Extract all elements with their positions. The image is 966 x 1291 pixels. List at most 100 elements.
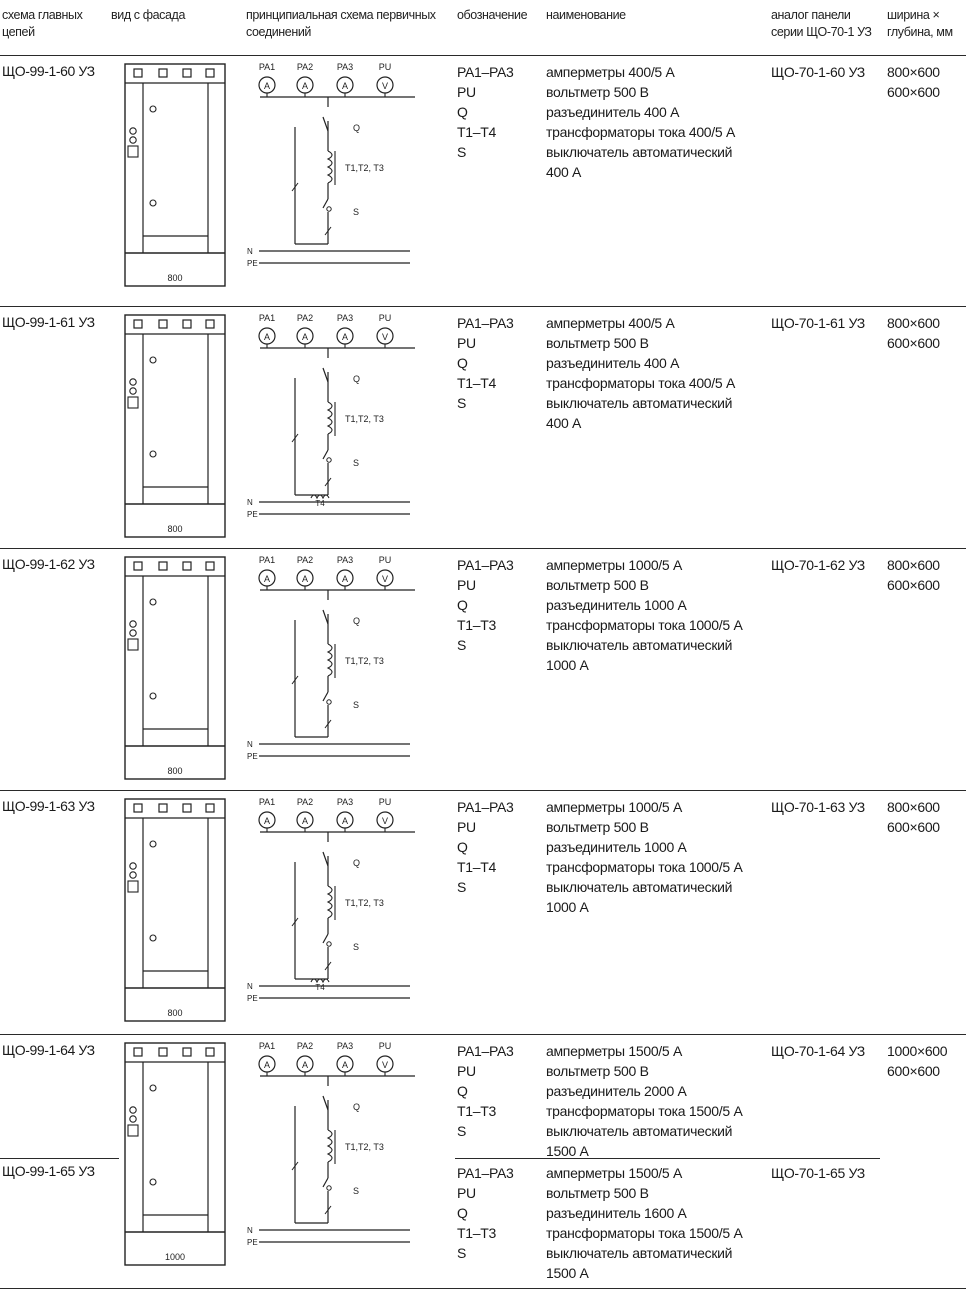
svg-text:A: A (264, 816, 270, 826)
current-transformer-label: T1,T2, T3 (345, 656, 384, 666)
front-view-drawing: 1000 (124, 1042, 226, 1266)
list-line: 800×600 (887, 64, 940, 80)
list-line: Q (457, 597, 468, 613)
list-line: выключатель автоматический (546, 395, 733, 411)
front-view: 1000 (124, 1042, 234, 1273)
svg-text:PE: PE (247, 1238, 258, 1247)
meter-label: PU (379, 555, 392, 565)
circuit-code: ЩО-99-1-63 УЗ (2, 798, 95, 814)
list-line: PA1–PA3 (457, 1043, 514, 1059)
svg-text:Q: Q (353, 123, 360, 133)
list-line: S (457, 637, 467, 653)
svg-text:T4: T4 (315, 499, 325, 508)
circuit-code: ЩО-99-1-60 УЗ (2, 63, 95, 79)
table-header: схема главных цепей вид с фасада принцип… (0, 0, 966, 56)
list-line: трансформаторы тока 1500/5 А (546, 1103, 743, 1119)
svg-text:Q: Q (353, 1102, 360, 1112)
front-view: 800 (124, 556, 234, 787)
list-line: выключатель автоматический (546, 1123, 733, 1139)
svg-text:V: V (382, 574, 388, 584)
svg-text:A: A (342, 332, 348, 342)
svg-text:A: A (342, 1060, 348, 1070)
list-line: T1–T3 (457, 1103, 496, 1119)
list-line: разъединитель 2000 А (546, 1083, 687, 1099)
svg-text:Q: Q (353, 858, 360, 868)
svg-text:S: S (353, 458, 359, 468)
svg-text:S: S (353, 207, 359, 217)
panel-width-label: 1000 (165, 1252, 185, 1262)
current-transformer-label: T1,T2, T3 (345, 1142, 384, 1152)
svg-text:V: V (382, 81, 388, 91)
list-line: S (457, 395, 467, 411)
list-line: 400 А (546, 415, 582, 431)
svg-text:A: A (264, 1060, 270, 1070)
list-line: PA1–PA3 (457, 557, 514, 573)
circuit-code: ЩО-99-1-65 УЗ (2, 1163, 95, 1179)
list-line: Q (457, 355, 468, 371)
circuit-code: ЩО-99-1-61 УЗ (2, 314, 95, 330)
list-line: Q (457, 1083, 468, 1099)
list-line: S (457, 1123, 467, 1139)
list-line: амперметры 400/5 А (546, 315, 675, 331)
meter-label: PU (379, 313, 392, 323)
analog-panel: ЩО-70-1-65 УЗ (771, 1165, 865, 1181)
front-view: 800 (124, 63, 234, 294)
list-line: вольтметр 500 В (546, 819, 649, 835)
list-line: S (457, 144, 467, 160)
svg-text:A: A (264, 574, 270, 584)
meter-label: PA1 (259, 62, 275, 72)
svg-text:S: S (353, 942, 359, 952)
meter-label: PA3 (337, 313, 353, 323)
analog-panel: ЩО-70-1-63 УЗ (771, 799, 865, 815)
svg-text:A: A (302, 816, 308, 826)
svg-text:A: A (264, 332, 270, 342)
list-line: вольтметр 500 В (546, 1185, 649, 1201)
list-line: Q (457, 839, 468, 855)
list-line: выключатель автоматический (546, 1245, 733, 1261)
svg-text:A: A (302, 574, 308, 584)
header-analog: аналог панели серии ЩО-70-1 УЗ (771, 8, 872, 39)
svg-text:PE: PE (247, 259, 258, 268)
svg-text:S: S (353, 1186, 359, 1196)
meter-label: PA3 (337, 797, 353, 807)
list-line: PU (457, 84, 476, 100)
meter-label: PU (379, 797, 392, 807)
svg-text:A: A (342, 816, 348, 826)
list-line: выключатель автоматический (546, 879, 733, 895)
svg-text:Q: Q (353, 374, 360, 384)
list-line: PU (457, 1063, 476, 1079)
circuit-code: ЩО-99-1-62 УЗ (2, 556, 95, 572)
list-line: PA1–PA3 (457, 799, 514, 815)
meter-label: PA2 (297, 1041, 313, 1051)
svg-text:PE: PE (247, 752, 258, 761)
svg-text:N: N (247, 982, 253, 991)
meter-label: PA2 (297, 62, 313, 72)
list-line: трансформаторы тока 400/5 А (546, 124, 736, 140)
list-line: 1000×600 (887, 1043, 948, 1059)
panel-width-label: 800 (167, 766, 182, 776)
svg-text:PE: PE (247, 994, 258, 1003)
meter-label: PU (379, 1041, 392, 1051)
header-rule (0, 55, 966, 56)
list-line: T1–T3 (457, 617, 496, 633)
list-line: разъединитель 400 А (546, 104, 680, 120)
svg-text:A: A (342, 81, 348, 91)
list-line: вольтметр 500 В (546, 577, 649, 593)
panel-width-label: 800 (167, 273, 182, 283)
analog-panel: ЩО-70-1-61 УЗ (771, 315, 865, 331)
